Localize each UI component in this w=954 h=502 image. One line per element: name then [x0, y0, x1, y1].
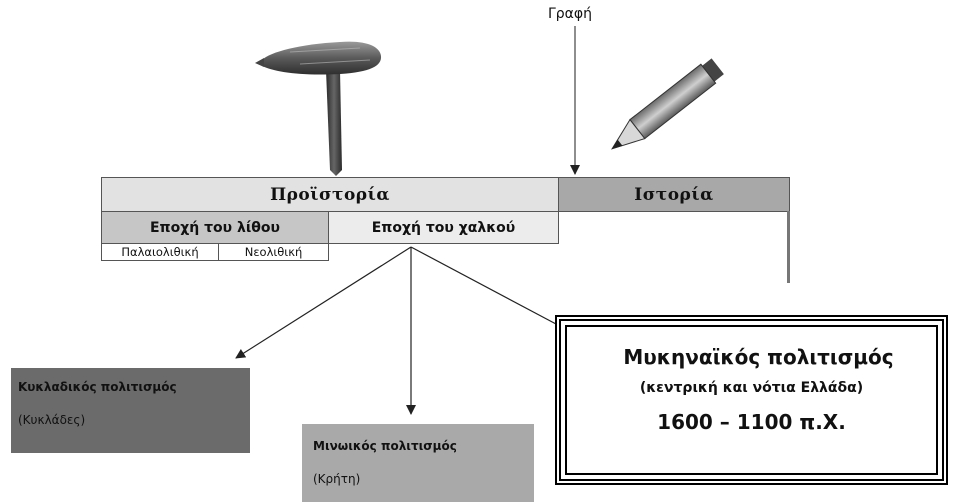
cycladic-box: Κυκλαδικός πολιτισμός (Κυκλάδες) — [11, 368, 250, 453]
bronze-age-cell: Εποχή του χαλκού — [328, 211, 559, 244]
writing-label: Γραφή — [548, 6, 593, 22]
history-cell: Ιστορία — [558, 177, 790, 212]
paleolithic-cell: Παλαιολιθική — [101, 243, 219, 261]
arrow-to-mycenaean — [410, 246, 557, 325]
mycenaean-region: (κεντρική και νότια Ελλάδα) — [639, 380, 864, 396]
minoan-region: (Κρήτη) — [313, 472, 361, 486]
prehistory-cell: Προϊστορία — [101, 177, 559, 212]
arrow-to-cycladic — [235, 246, 412, 359]
mycenaean-dates: 1600 – 1100 π.Χ. — [657, 410, 846, 434]
stone-age-cell: Εποχή του λίθου — [101, 211, 329, 244]
mycenaean-name: Μυκηναϊκός πολιτισμός — [623, 345, 894, 369]
history-boundary-line — [787, 211, 790, 283]
minoan-box: Μινωικός πολιτισμός (Κρήτη) — [302, 424, 534, 502]
minoan-name: Μινωικός πολιτισμός — [313, 439, 457, 453]
neolithic-cell: Νεολιθική — [218, 243, 329, 261]
cycladic-name: Κυκλαδικός πολιτισμός — [18, 380, 177, 394]
cycladic-region: (Κυκλάδες) — [18, 413, 86, 427]
mycenaean-box: Μυκηναϊκός πολιτισμός (κεντρική και νότι… — [555, 315, 948, 485]
